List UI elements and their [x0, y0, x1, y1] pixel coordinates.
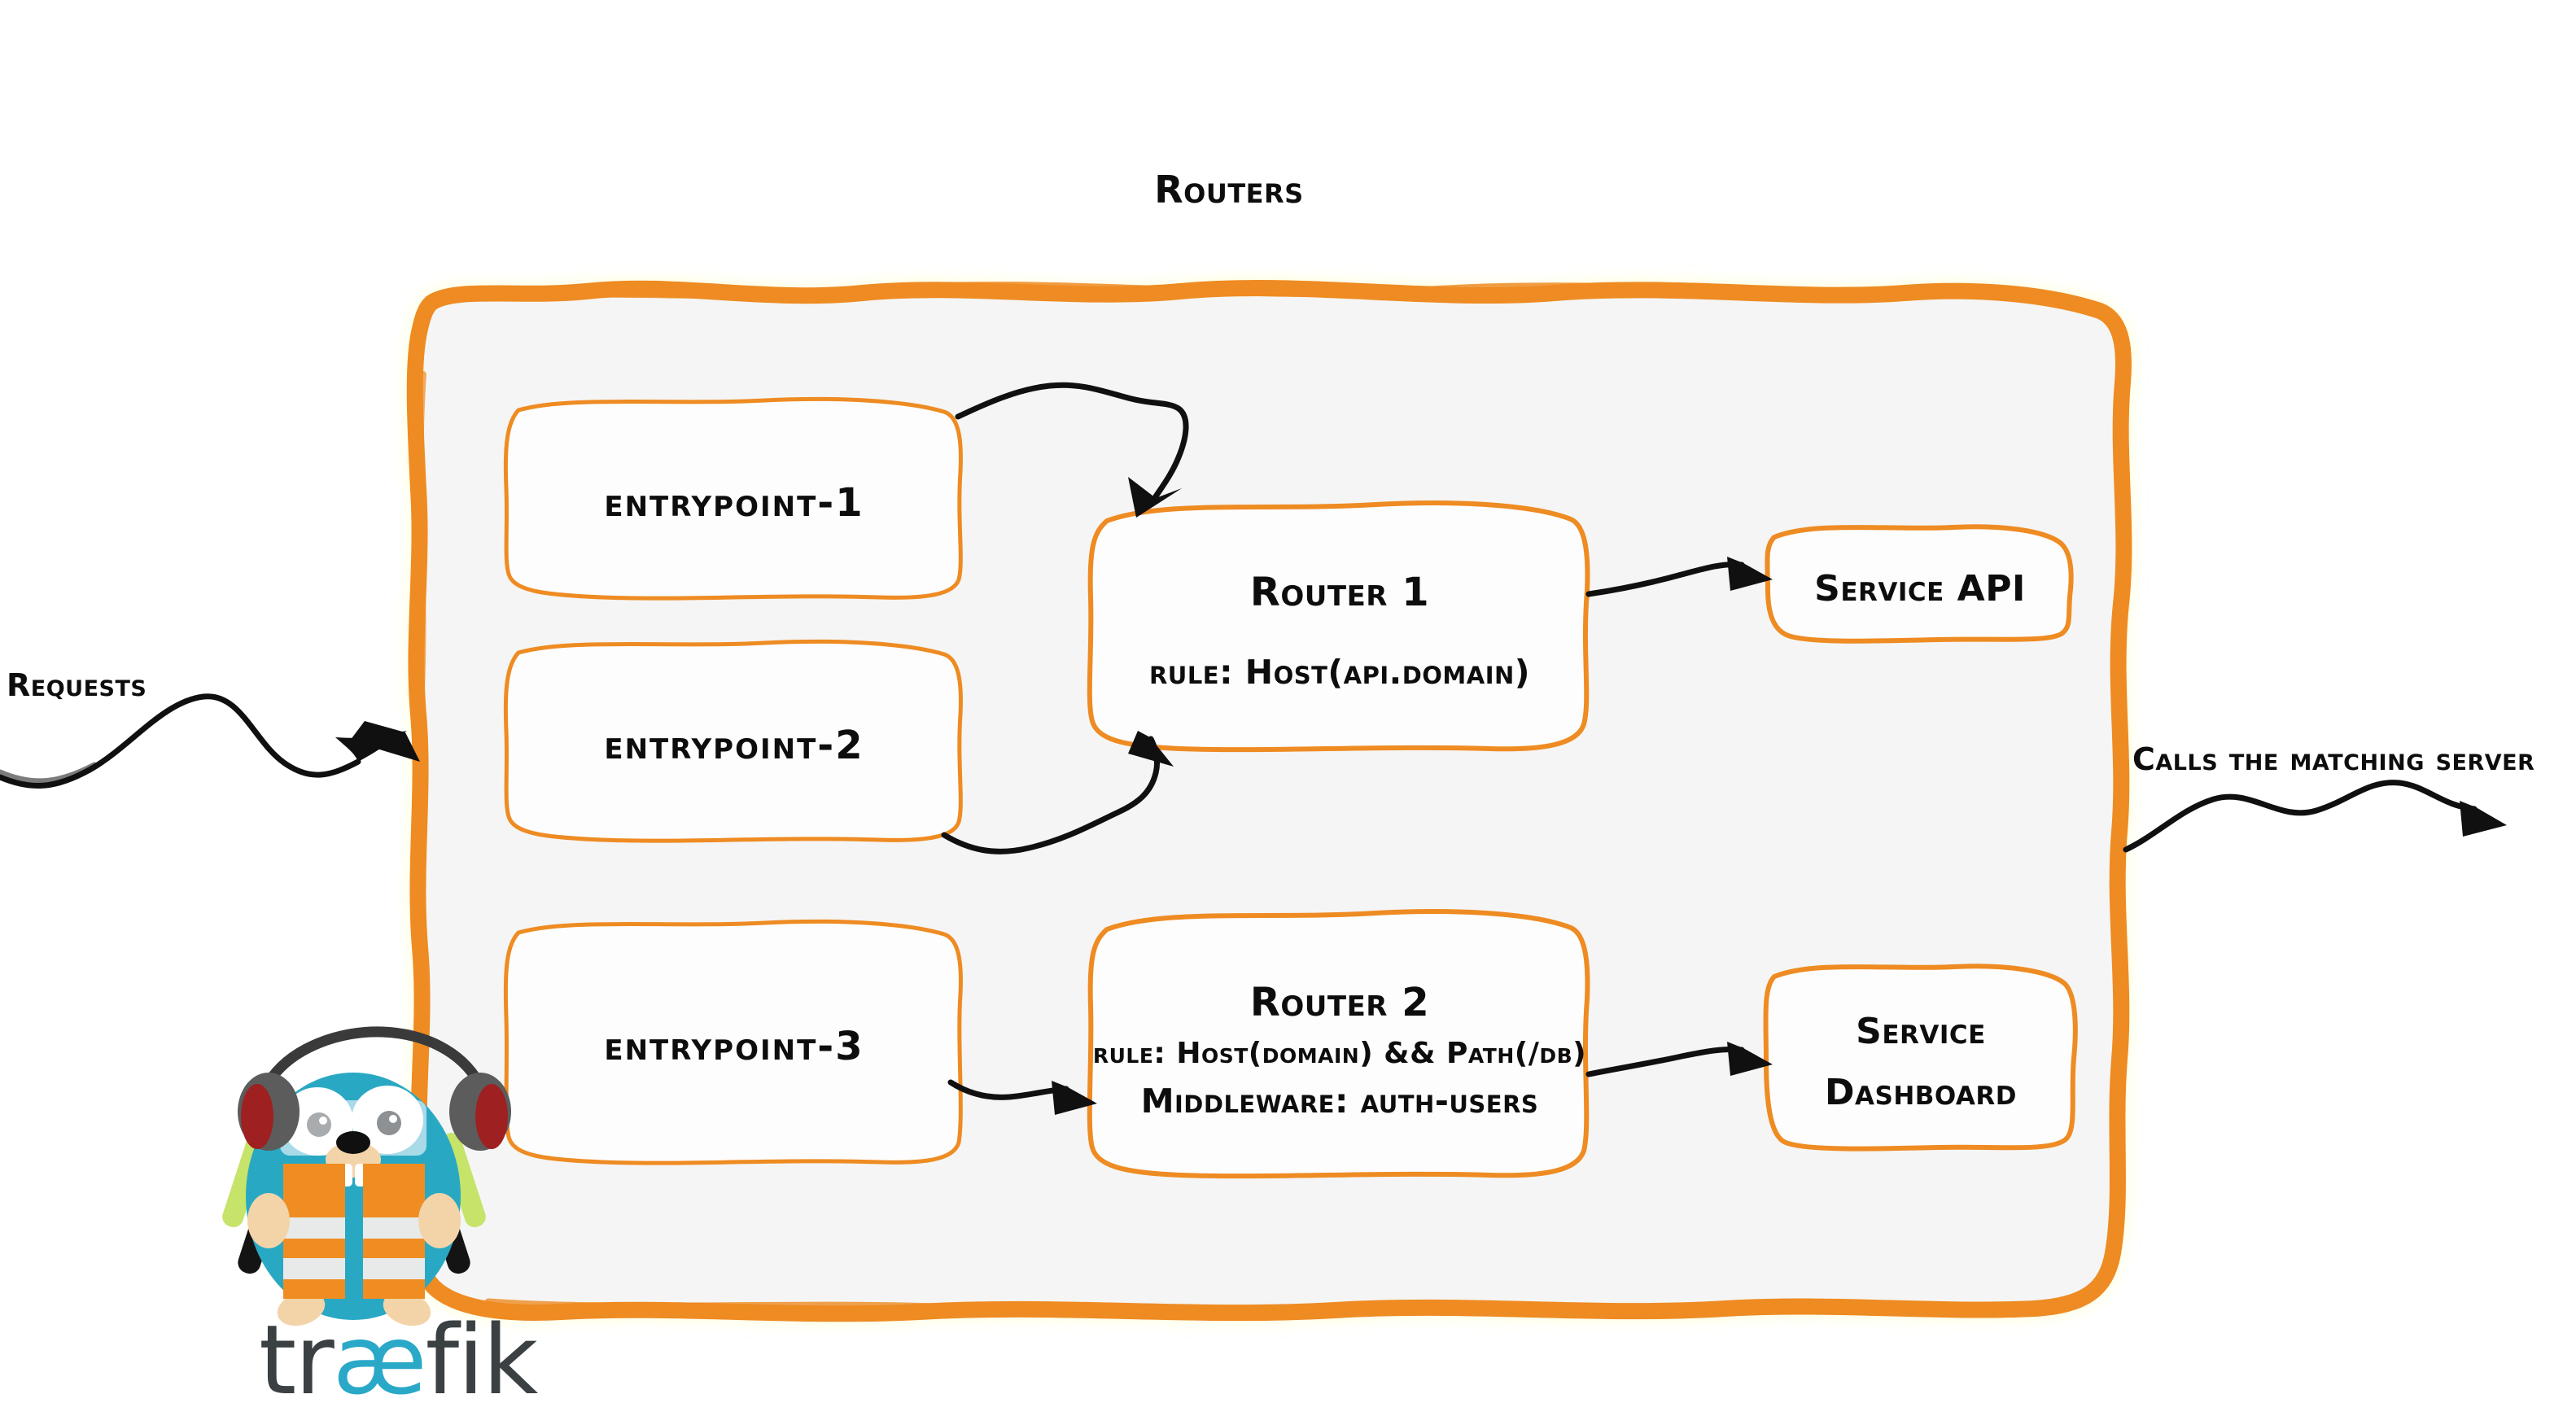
router-1-title: Router 1	[1249, 570, 1430, 615]
router-2-title: Router 2	[1249, 979, 1430, 1025]
entrypoint-1-label[interactable]: entrypoint-1	[604, 480, 864, 526]
traefik-wordmark: træfik	[259, 1312, 538, 1408]
wordmark-tr: tr	[259, 1304, 335, 1416]
service-dashboard-content[interactable]: Service Dashboard	[1766, 985, 2075, 1139]
router-2-content[interactable]: Router 2 rule: Host(domain) && Path(/db)…	[1091, 928, 1589, 1172]
service-dashboard-line-1: Service	[1856, 1011, 1986, 1052]
router-2-rule: rule: Host(domain) && Path(/db)	[1092, 1036, 1587, 1070]
traefik-gopher-mascot	[222, 1026, 511, 1326]
wordmark-fik: fik	[425, 1304, 539, 1416]
wordmark-ae-ligature: æ	[332, 1304, 427, 1416]
requests-label: Requests	[7, 667, 147, 703]
router-1-content[interactable]: Router 1 rule: Host(api.domain)	[1091, 521, 1589, 741]
router-1-rule: rule: Host(api.domain)	[1148, 653, 1531, 692]
service-dashboard-line-2: Dashboard	[1824, 1072, 2018, 1113]
page-title: Routers	[1154, 168, 1304, 212]
calls-matching-server-label: Calls the matching server	[2132, 741, 2535, 777]
entrypoint-2-label[interactable]: entrypoint-2	[604, 723, 864, 768]
service-api-label[interactable]: Service API	[1814, 567, 2026, 610]
router-2-middleware: Middleware: auth-users	[1140, 1081, 1539, 1121]
entrypoint-3-label[interactable]: entrypoint-3	[604, 1024, 864, 1069]
